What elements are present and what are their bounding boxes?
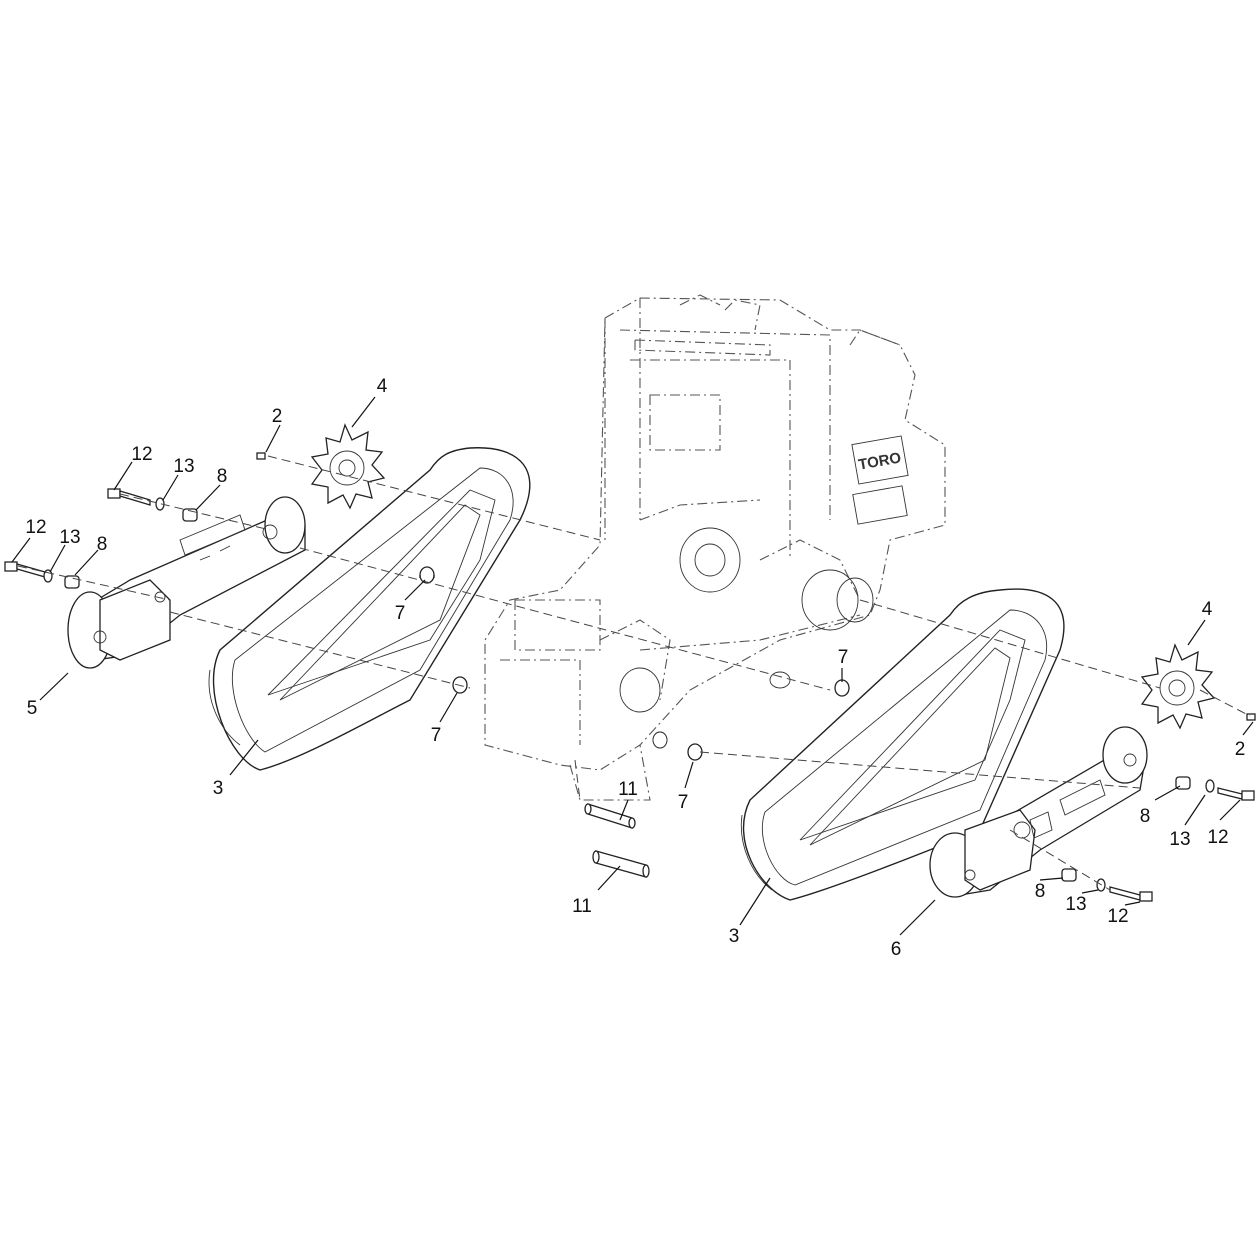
callout-13-lower-right: 13 (1065, 894, 1086, 915)
leader-lines (11, 396, 1254, 936)
bolt-2-left (256, 452, 266, 460)
callout-7-upper-right: 7 (838, 647, 849, 668)
pin-11-lower (592, 850, 650, 878)
callout-13-upper-right: 13 (1169, 829, 1190, 850)
spacer-8-lower-right (1061, 868, 1077, 882)
assembly-axes (17, 455, 1251, 891)
idler-assembly-right (929, 726, 1148, 898)
washer-13-lower-left (43, 569, 53, 583)
track-belt-left (208, 447, 531, 771)
callout-4-right: 4 (1202, 599, 1213, 620)
callout-7-upper-left: 7 (395, 603, 406, 624)
bushing-7-upper-right (834, 679, 850, 697)
idler-assembly-left (67, 496, 306, 669)
callout-8-upper-right: 8 (1140, 806, 1151, 827)
bolt-12-lower-left (4, 561, 46, 578)
callout-11-upper: 11 (618, 779, 638, 800)
track-belt-right (740, 588, 1065, 901)
callout-5: 5 (27, 698, 38, 719)
callout-12-upper-left: 12 (131, 444, 152, 465)
callout-13-upper-left: 13 (173, 456, 194, 477)
bushing-7-upper-left (419, 566, 435, 584)
spacer-8-lower-left (64, 575, 80, 589)
callout-3-left: 3 (213, 778, 224, 799)
callout-3-right: 3 (729, 926, 740, 947)
callout-13-lower-left: 13 (59, 527, 80, 548)
bolt-12-lower-right (1109, 886, 1153, 902)
bolt-2-right (1246, 713, 1256, 721)
sprocket-right (1140, 643, 1216, 730)
callout-7-lower-left: 7 (431, 725, 442, 746)
callout-2-left: 2 (272, 406, 283, 427)
callout-7-lower-right: 7 (678, 792, 689, 813)
pin-11-upper (584, 803, 636, 829)
bolt-12-upper-left (107, 488, 151, 506)
bolt-12-upper-right (1217, 787, 1255, 801)
callout-labels: 2 4 12 13 8 12 13 8 7 5 7 3 7 4 2 7 11 1… (25, 376, 1245, 960)
washer-13-upper-right (1205, 779, 1215, 793)
callout-11-lower: 11 (572, 896, 592, 917)
callout-8-lower-right: 8 (1035, 881, 1046, 902)
washer-13-upper-left (155, 497, 165, 511)
callout-12-lower-right: 12 (1107, 906, 1128, 927)
callout-8-upper-left: 8 (217, 466, 228, 487)
callout-4-left: 4 (377, 376, 388, 397)
callout-8-lower-left: 8 (97, 534, 108, 555)
toro-logo-text: TORO (857, 449, 903, 473)
bushing-7-lower-right (652, 731, 703, 761)
callout-12-upper-right: 12 (1207, 827, 1228, 848)
sprocket-left (310, 423, 386, 510)
callout-2-right: 2 (1235, 739, 1246, 760)
callout-12-lower-left: 12 (25, 517, 46, 538)
callout-6: 6 (891, 939, 902, 960)
